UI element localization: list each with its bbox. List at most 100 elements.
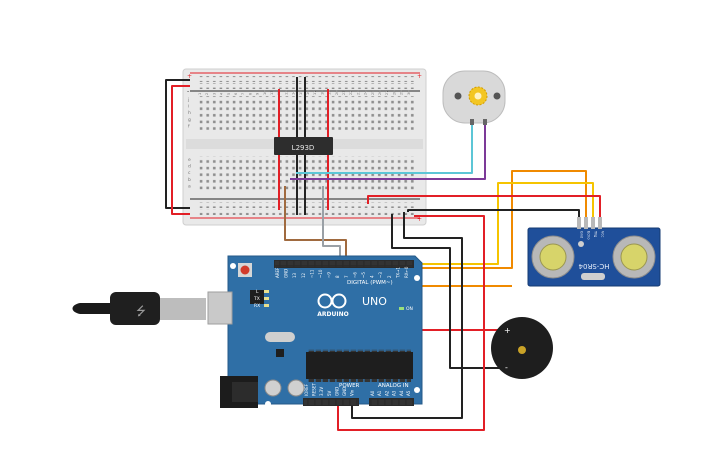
column-number: 6 (234, 93, 238, 95)
sensor-pin-echo (584, 217, 588, 229)
wire-gray-pin (322, 186, 341, 262)
row-letter: c (188, 171, 191, 176)
l293d-chip: L293D (274, 137, 333, 155)
wire-cyan-motor (296, 124, 473, 174)
column-number: 26 (378, 91, 382, 95)
column-number: 18 (320, 91, 324, 95)
power-pin-label: 3.3V (319, 387, 324, 396)
row-letter: e (188, 158, 191, 163)
power-pin-label: GND (334, 387, 339, 396)
buzzer-center (518, 346, 526, 354)
mount-hole-1 (230, 263, 236, 269)
piezo-buzzer: + - (491, 317, 553, 379)
column-number: 11 (270, 91, 274, 95)
digital-pin-label: GND (284, 269, 289, 278)
sensor-pin-gnd (577, 217, 581, 229)
power-header-holes (304, 399, 358, 405)
digital-pin-label: 2 (387, 275, 392, 278)
column-number: 29 (400, 91, 404, 95)
breadboard-jumpers (278, 77, 329, 215)
digital-pin-label: 13 (292, 272, 297, 278)
mount-hole-3 (414, 387, 420, 393)
digital-pin-label: ~3 (378, 272, 383, 278)
column-number: 9 (256, 93, 260, 95)
motor-terminal-1 (470, 119, 474, 125)
sensor-pin-label: Echo (587, 231, 591, 240)
mount-hole-4 (265, 401, 271, 407)
crystal (265, 332, 295, 342)
rail-plus-label-bottom: + (417, 216, 422, 223)
sensor-mesh-left (539, 243, 567, 271)
row-letter: d (188, 164, 191, 170)
analog-pin-label: A1 (377, 390, 382, 396)
column-number: 4 (220, 92, 224, 95)
wire-purple-motor (290, 124, 486, 180)
digital-pin-label: 8 (335, 275, 340, 278)
mount-hole-2 (414, 275, 420, 281)
atmega-chip (306, 352, 413, 379)
analog-pin-label: A4 (399, 390, 404, 396)
chip-body (274, 137, 333, 155)
wire-red-sensor-vcc (367, 195, 601, 218)
sensor-pins (577, 217, 602, 229)
digital-pin-label: AREF (275, 267, 280, 278)
analog-pin-label: A2 (384, 390, 389, 396)
led-l-label: L (256, 289, 259, 295)
row-letter: j (187, 97, 189, 103)
column-number: 14 (292, 90, 296, 95)
column-number: 3 (212, 93, 216, 95)
digital-pin-label: 4 (370, 275, 375, 278)
digital-header-holes (275, 261, 413, 267)
motor-terminal-2 (483, 119, 487, 125)
sensor-label: HC-SR04 (578, 262, 609, 270)
motor-screw-left (454, 92, 462, 100)
sensor-crystal (581, 273, 605, 280)
motor-screw-right (493, 92, 501, 100)
buzzer-plus-label: + (504, 326, 511, 335)
wire-black-buzzer (391, 214, 500, 369)
row-letter: g (188, 118, 191, 123)
analog-pin-label: A0 (370, 390, 375, 396)
digital-pin-label: ~9 (327, 272, 332, 278)
led-rx-label: RX (254, 303, 260, 309)
sensor-mesh-right (620, 243, 648, 271)
digital-pin-label: TX→1 (395, 266, 400, 279)
digital-pin-label: ~10 (318, 269, 323, 278)
usb-plug-metal (160, 298, 206, 320)
rail-minus-label: - (187, 88, 189, 95)
top-rail-holes-1 (198, 76, 416, 82)
bottom-rail-holes-1 (198, 202, 416, 208)
row-letter: i (188, 104, 189, 110)
sensor-pin-vcc (598, 217, 602, 229)
digital-label: DIGITAL (PWM~) (347, 280, 393, 286)
column-number: 30 (407, 91, 411, 95)
column-number: 15 (299, 91, 303, 95)
wire-black-sensor-gnd (407, 209, 580, 218)
reset-button-cap[interactable] (240, 265, 250, 275)
led-l (264, 290, 269, 293)
column-number: 21 (342, 91, 346, 95)
logo-loop-right (331, 293, 347, 309)
column-number: 22 (349, 91, 353, 95)
led-rx (264, 304, 269, 307)
digital-pin-label: RX←0 (404, 266, 409, 278)
sensor-pin-label: Trig (594, 230, 598, 237)
column-number: 19 (328, 91, 332, 95)
wire-orange-sensor (395, 170, 587, 269)
atmega-pins-bottom (308, 379, 411, 382)
digital-pin-label: ~5 (361, 272, 366, 278)
row-letter: h (188, 110, 191, 116)
power-pin-label: 5V (327, 390, 332, 396)
wire-black-left-rail (165, 79, 190, 209)
led-on-label: ON (406, 306, 413, 312)
column-number: 2 (205, 93, 209, 95)
column-number: 23 (356, 91, 360, 95)
row-letter: a (188, 184, 191, 189)
sensor-pin-trig (591, 217, 595, 229)
